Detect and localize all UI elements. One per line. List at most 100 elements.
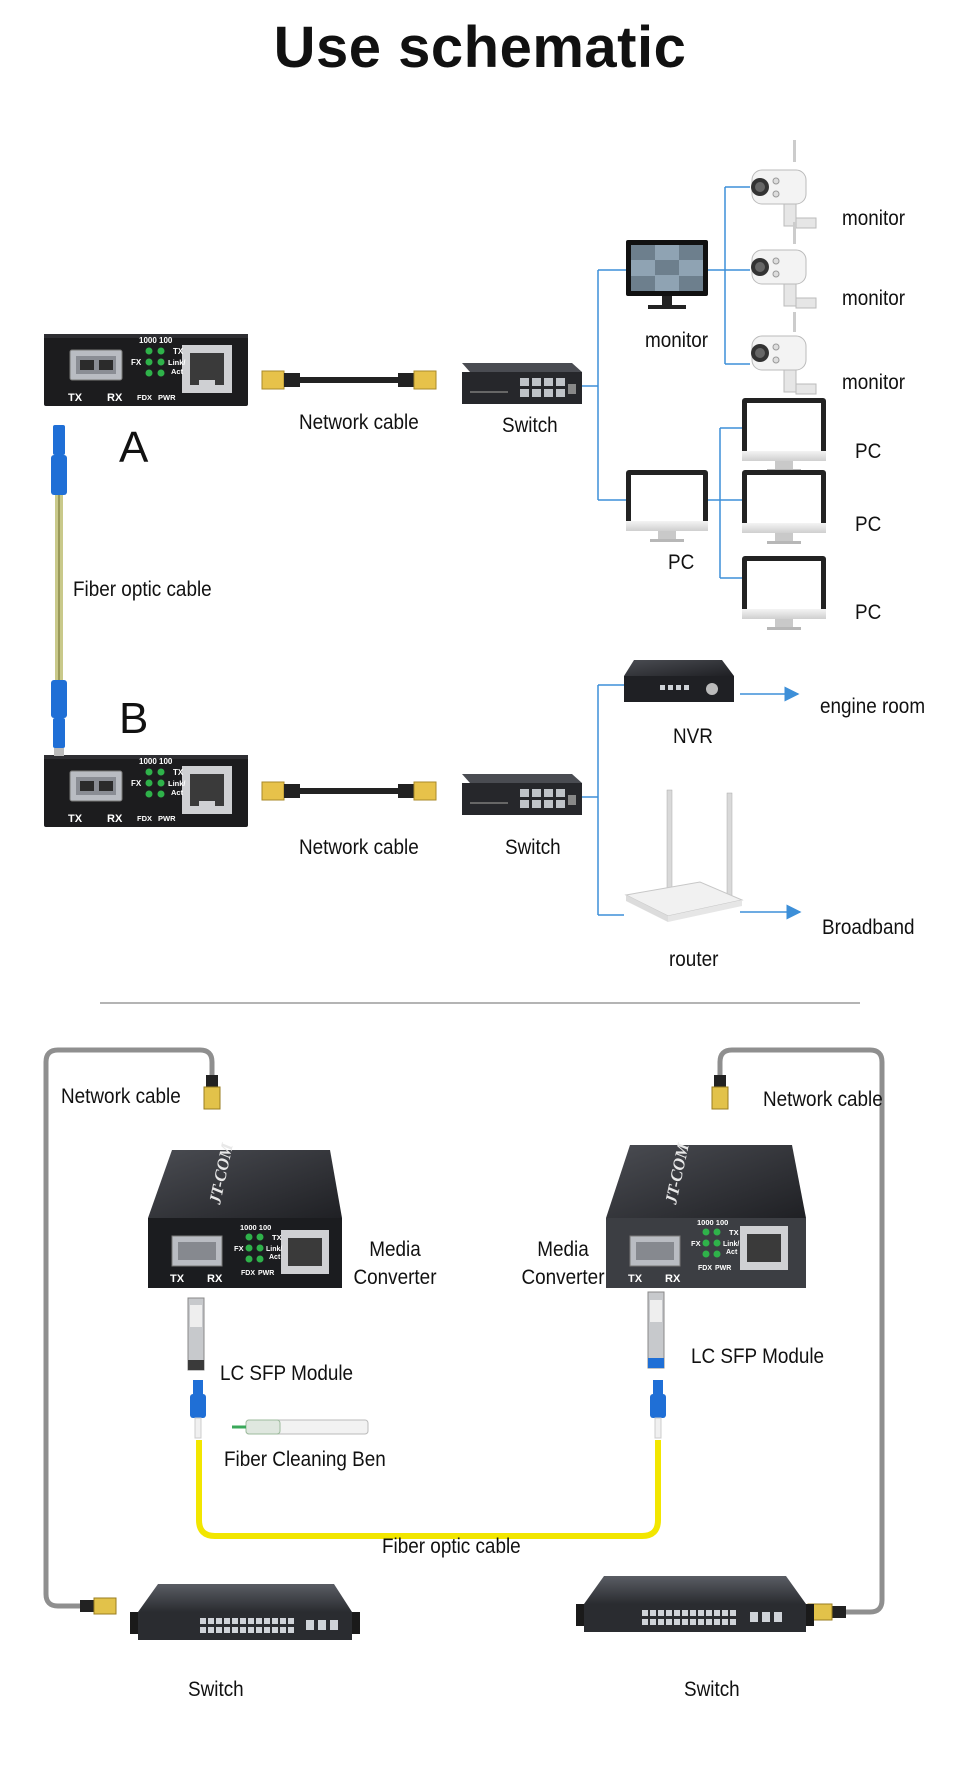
converter-b-led-fdx: FDX (137, 814, 152, 823)
connection-lines-a (582, 186, 750, 579)
media-converter-a (44, 334, 248, 406)
left-converter-led-fdx: FDX (241, 1270, 255, 1277)
switch-bottom-right (576, 1576, 814, 1632)
converter-a-led-link: Link/ (168, 358, 186, 367)
right-converter-port-tx: TX (628, 1273, 643, 1285)
gray-network-cable-right (711, 1047, 885, 1621)
converter-b-led-tx: TX (173, 768, 184, 777)
pc-label-3: PC (855, 601, 882, 624)
converter-b-speed: 1000 100 (139, 757, 173, 766)
sfp-module-left (187, 1297, 205, 1371)
connection-lines-b (582, 684, 802, 920)
media-converter-label-left: Media Converter (353, 1238, 438, 1290)
right-converter-led-pwr: PWR (715, 1265, 731, 1272)
marker-a: A (119, 423, 149, 472)
lc-connector-left (190, 1380, 206, 1439)
pc-3 (742, 556, 826, 630)
switch-label-bottom-right: Switch (684, 1678, 740, 1701)
right-converter-led-act: Act (726, 1249, 738, 1256)
switch-ports-right (642, 1610, 782, 1625)
left-converter-speed: 1000 100 (240, 1223, 271, 1232)
media-converter-right (606, 1145, 806, 1288)
pc-label-2: PC (855, 513, 882, 536)
gray-network-cable-left (43, 1047, 221, 1615)
left-converter-led-fx: FX (234, 1244, 244, 1253)
left-converter-led-tx: TX (272, 1233, 282, 1242)
pc-1 (742, 398, 826, 472)
network-cable-label-a: Network cable (299, 411, 419, 434)
engine-room-label: engine room (820, 695, 926, 718)
converter-b-led-pwr: PWR (158, 814, 176, 823)
converter-word-right: Converter (521, 1266, 605, 1289)
switch-b (462, 774, 582, 815)
network-cable-label-b: Network cable (299, 836, 419, 859)
converter-a-led-tx: TX (173, 347, 184, 356)
media-word-right: Media (537, 1238, 589, 1261)
left-converter-led-link: Link/ (266, 1246, 282, 1253)
right-converter-led-fx: FX (691, 1239, 701, 1248)
converter-b-port-rx: RX (107, 813, 123, 825)
converter-a-led-act: Act (171, 367, 184, 376)
lc-sfp-label-right: LC SFP Module (691, 1345, 825, 1368)
converter-a-led-fdx: FDX (137, 393, 152, 402)
network-cable-label-right: Network cable (763, 1088, 883, 1111)
switch-label-a: Switch (502, 414, 558, 437)
converter-a-led-pwr: PWR (158, 393, 176, 402)
monitor-display (626, 240, 708, 309)
converter-b-led-link: Link/ (168, 779, 186, 788)
fiber-optic-label-top: Fiber optic cable (73, 578, 212, 601)
network-cable-b (261, 781, 437, 801)
switch-bottom-left (130, 1584, 360, 1640)
media-converter-b (44, 755, 248, 827)
fiber-cable-top (51, 425, 67, 756)
switch-label-bottom-left: Switch (188, 1678, 244, 1701)
left-converter-led-pwr: PWR (258, 1270, 274, 1277)
camera-label-1: monitor (842, 207, 906, 230)
switch-a (462, 363, 582, 404)
pc-2 (742, 470, 826, 544)
lc-connector-right (650, 1380, 666, 1439)
media-converter-label-right: Media Converter (521, 1238, 606, 1290)
pc-main (626, 470, 708, 542)
right-converter-led-link: Link/ (723, 1241, 739, 1248)
converter-a-port-tx: TX (68, 392, 83, 404)
right-converter-speed: 1000 100 (697, 1218, 728, 1227)
converter-a-speed: 1000 100 (139, 336, 173, 345)
page-title: Use schematic (273, 15, 687, 80)
network-cable-label-left: Network cable (61, 1085, 181, 1108)
converter-b-led-act: Act (171, 788, 184, 797)
camera-3 (751, 312, 817, 395)
camera-label-2: monitor (842, 287, 906, 310)
camera-2 (751, 222, 817, 309)
left-converter-port-tx: TX (170, 1273, 185, 1285)
fiber-optic-label-bottom: Fiber optic cable (382, 1535, 521, 1558)
router-label: router (669, 948, 719, 971)
converter-b-led-fx: FX (131, 779, 142, 788)
media-word-left: Media (369, 1238, 421, 1261)
cleaning-pen-label: Fiber Cleaning Ben (224, 1448, 386, 1471)
right-converter-port-rx: RX (665, 1273, 681, 1285)
sfp-module-right (647, 1291, 665, 1369)
media-converter-left (148, 1150, 342, 1288)
converter-b-port-tx: TX (68, 813, 83, 825)
right-converter-led-fdx: FDX (698, 1265, 712, 1272)
pc-main-label: PC (668, 551, 695, 574)
monitor-label: monitor (645, 329, 709, 352)
converter-word-left: Converter (353, 1266, 437, 1289)
lc-sfp-label-left: LC SFP Module (220, 1362, 354, 1385)
converter-a-port-rx: RX (107, 392, 123, 404)
camera-label-3: monitor (842, 371, 906, 394)
camera-1 (751, 140, 817, 229)
switch-label-b: Switch (505, 836, 561, 859)
network-cable-a (261, 370, 437, 390)
converter-a-led-fx: FX (131, 358, 142, 367)
left-converter-led-act: Act (269, 1254, 281, 1261)
marker-b: B (119, 694, 149, 743)
nvr-label: NVR (673, 725, 713, 748)
router-device (624, 789, 744, 922)
right-converter-led-tx: TX (729, 1228, 739, 1237)
fiber-cable-bottom (196, 1440, 661, 1539)
switch-ports-left (200, 1618, 338, 1633)
nvr-device (624, 660, 734, 702)
